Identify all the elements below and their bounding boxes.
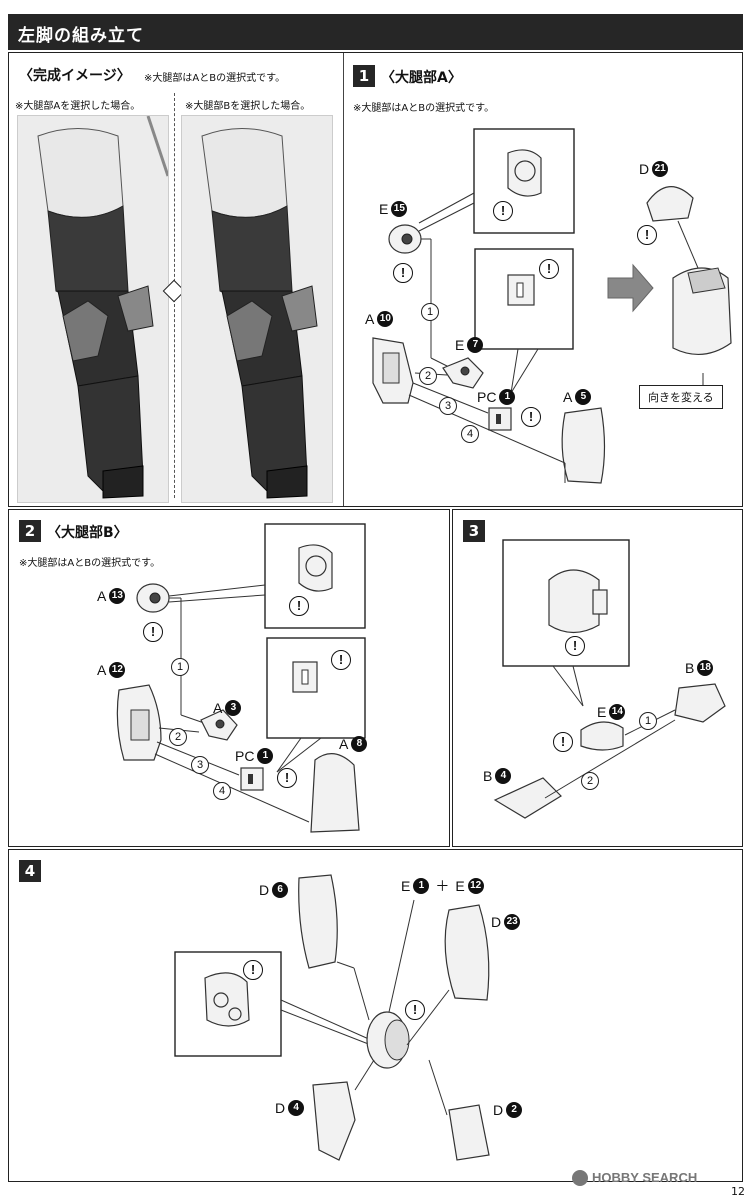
leg-image-b [181, 115, 333, 503]
step4-diagram [174, 874, 490, 1161]
caution-icon: ! [539, 259, 559, 279]
step1-note: ※大腿部はAとBの選択式です。 [353, 103, 495, 114]
step2-note: ※大腿部はAとBの選択式です。 [19, 558, 161, 569]
caution-icon: ! [289, 596, 309, 616]
step1-substep-2: 2 [419, 367, 437, 385]
page-title-bar: 左脚の組み立て [8, 14, 743, 50]
caution-icon: ! [143, 622, 163, 642]
change-direction-label: 向きを変える [639, 385, 723, 409]
panel-completion-and-step1: 〈完成イメージ〉 ※大腿部はAとBの選択式です。 ※大腿部Aを選択した場合。 ※… [8, 52, 743, 507]
step2-substep-1: 1 [171, 658, 189, 676]
step3-diagram [493, 539, 726, 819]
caution-icon: ! [521, 407, 541, 427]
step2-substep-2: 2 [169, 728, 187, 746]
leg-image-a [17, 115, 169, 503]
page-title: 左脚の組み立て [18, 26, 144, 46]
watermark-logo-icon [572, 1170, 588, 1186]
caution-icon: ! [493, 201, 513, 221]
plus-sign: ＋ [435, 879, 450, 895]
step1-diagram [372, 128, 732, 484]
step3-substep-1: 1 [639, 712, 657, 730]
panel-divider [343, 53, 344, 506]
step2-substep-3: 3 [191, 756, 209, 774]
step2-substep-4: 4 [213, 782, 231, 800]
step1-substep-3: 3 [439, 397, 457, 415]
step1-title: 〈大腿部A〉 [381, 70, 462, 86]
caution-icon: ! [331, 650, 351, 670]
step2-diagram [116, 523, 366, 833]
caution-icon: ! [553, 732, 573, 752]
step1-substep-4: 4 [461, 425, 479, 443]
caution-icon: ! [277, 768, 297, 788]
step3-substep-2: 2 [581, 772, 599, 790]
leg-drawing-a [37, 116, 168, 499]
caption-option-a: ※大腿部Aを選択した場合。 [15, 101, 141, 112]
step1-number: 1 [353, 65, 375, 87]
leg-drawing-b [201, 128, 318, 499]
step4-number: 4 [19, 860, 41, 882]
completion-title: 〈完成イメージ〉 [19, 68, 131, 84]
caution-icon: ! [393, 263, 413, 283]
watermark: HOBBY SEARCH [592, 1170, 698, 1185]
caution-icon: ! [565, 636, 585, 656]
caption-option-b: ※大腿部Bを選択した場合。 [185, 101, 311, 112]
panel-step2: 2 〈大腿部B〉 ※大腿部はAとBの選択式です。 A [8, 509, 450, 847]
caution-icon: ! [637, 225, 657, 245]
step2-title: 〈大腿部B〉 [47, 525, 128, 541]
page-number: 12 [731, 1185, 745, 1198]
step1-substep-1: 1 [421, 303, 439, 321]
completion-note: ※大腿部はAとBの選択式です。 [144, 73, 286, 84]
step2-number: 2 [19, 520, 41, 542]
caution-icon: ! [243, 960, 263, 980]
step3-number: 3 [463, 520, 485, 542]
caution-icon: ! [405, 1000, 425, 1020]
